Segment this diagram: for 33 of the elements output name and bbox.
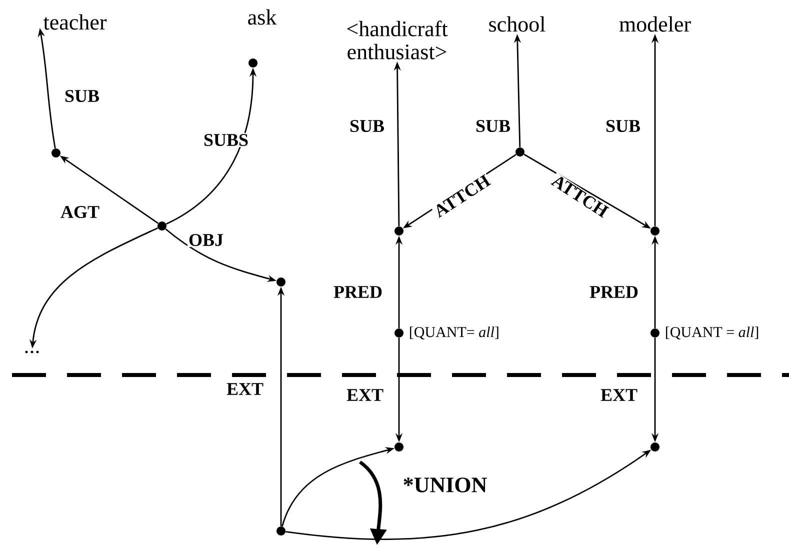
edge-label: SUB — [604, 118, 642, 134]
node-dot — [650, 442, 660, 452]
edge-label: SUB — [348, 118, 386, 134]
node-dot — [276, 278, 286, 286]
node-dot — [158, 222, 166, 230]
edge-label: SUB — [64, 88, 100, 104]
node-dot — [52, 148, 60, 158]
edge-label: AGT — [60, 204, 100, 220]
edge-label: EXT — [600, 388, 639, 402]
edge-label: PRED — [588, 285, 640, 299]
edge-label: OBJ — [188, 232, 224, 248]
edge-label: SUB — [474, 118, 512, 134]
node-label: ... — [25, 350, 39, 354]
node-dot — [248, 58, 258, 68]
node-label: school — [489, 16, 546, 32]
node-dot — [650, 328, 660, 338]
node-dot — [516, 148, 524, 156]
edge-label: EXT — [226, 382, 264, 396]
attribute-label: [QUANT= all] — [410, 326, 498, 340]
operator-label: *UNION — [404, 478, 487, 492]
node-label: <handicraft enthusiast> — [347, 20, 448, 60]
node-dot — [394, 226, 404, 236]
node-label: teacher — [43, 14, 107, 30]
node-label: ask — [248, 9, 277, 25]
node-label: modeler — [619, 16, 691, 32]
node-dot — [394, 328, 404, 338]
node-dot — [276, 526, 286, 536]
node-dot — [394, 442, 404, 452]
edge-label: SUBS — [202, 132, 250, 148]
node-dot — [650, 226, 660, 236]
edge-label: PRED — [332, 285, 384, 299]
attribute-label: [QUANT = all] — [666, 326, 758, 340]
edge-label: EXT — [346, 388, 384, 402]
